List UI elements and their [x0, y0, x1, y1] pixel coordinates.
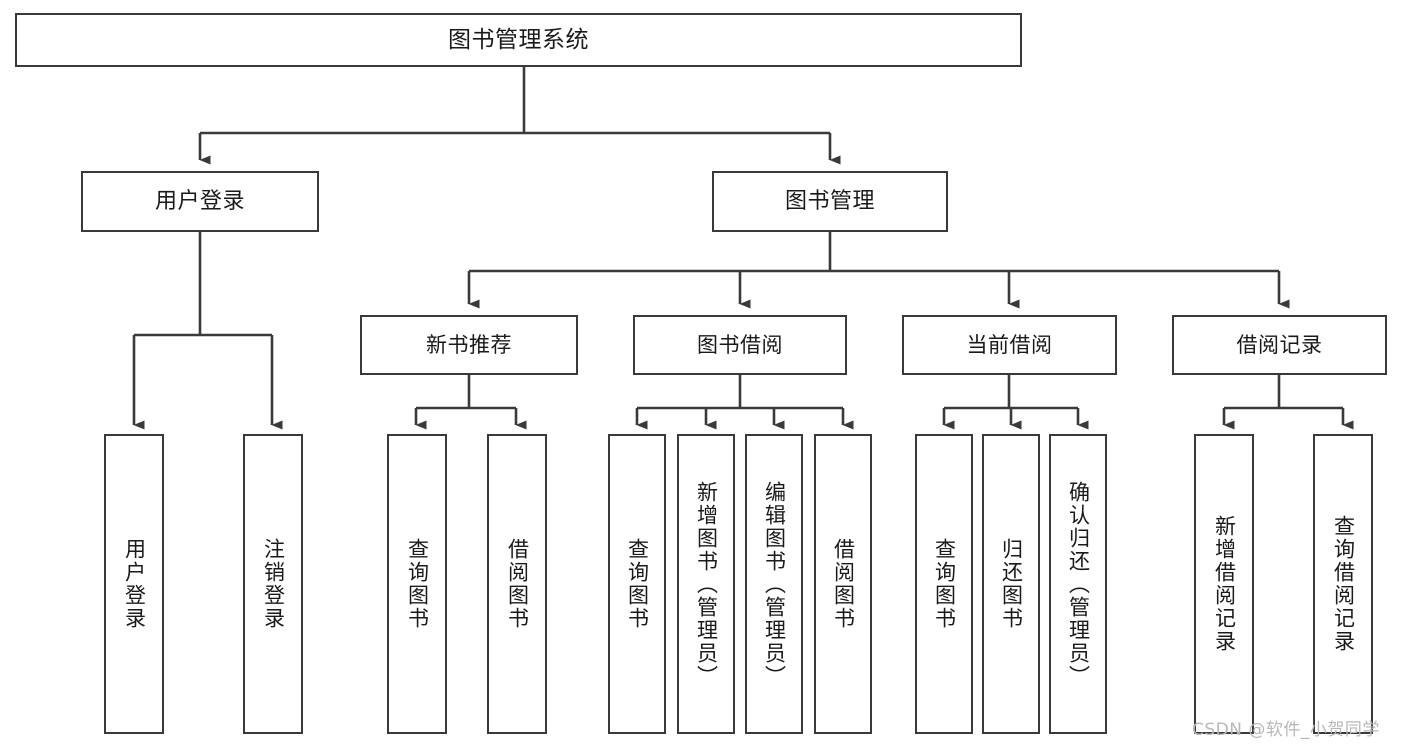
leaf-borrow-record-query-record[interactable]: 查询借阅记录	[1313, 434, 1373, 734]
node-label: 用户登录	[154, 188, 245, 214]
leaf-book-borrow-borrow-book[interactable]: 借阅图书	[814, 434, 872, 734]
node-root-book-management-system[interactable]: 图书管理系统	[15, 13, 1022, 67]
node-label: 注销登录	[261, 538, 286, 630]
node-new-book-recommendation[interactable]: 新书推荐	[360, 315, 578, 375]
node-user-login[interactable]: 用户登录	[81, 171, 319, 232]
leaf-new-book-query-book[interactable]: 查询图书	[387, 434, 447, 734]
node-label: 图书管理系统	[448, 26, 589, 53]
node-label: 查询图书	[405, 538, 430, 630]
node-book-borrow[interactable]: 图书借阅	[633, 315, 847, 375]
node-label: 图书管理	[784, 188, 875, 214]
node-label: 借阅记录	[1236, 332, 1323, 357]
node-book-management[interactable]: 图书管理	[712, 171, 948, 232]
node-label: 确认归还（管理员）	[1066, 480, 1091, 688]
node-label: 借阅图书	[831, 538, 856, 630]
leaf-new-book-borrow-book[interactable]: 借阅图书	[487, 434, 547, 734]
node-label: 新书推荐	[426, 332, 512, 357]
node-label: 归还图书	[999, 538, 1024, 630]
node-label: 查询图书	[932, 538, 957, 630]
node-label: 当前借阅	[966, 332, 1053, 357]
node-label: 图书借阅	[697, 332, 783, 357]
leaf-borrow-record-add-record[interactable]: 新增借阅记录	[1194, 434, 1254, 734]
node-label: 新增图书（管理员）	[694, 480, 719, 688]
leaf-book-borrow-query-book[interactable]: 查询图书	[608, 434, 666, 734]
node-current-borrow[interactable]: 当前借阅	[902, 315, 1117, 375]
node-borrow-record[interactable]: 借阅记录	[1172, 315, 1387, 375]
leaf-book-borrow-add-book-admin[interactable]: 新增图书（管理员）	[677, 434, 735, 734]
node-label: 用户登录	[122, 538, 147, 630]
leaf-current-borrow-query-book[interactable]: 查询图书	[915, 434, 973, 734]
node-label: 编辑图书（管理员）	[762, 480, 787, 688]
node-label: 查询图书	[625, 538, 650, 630]
leaf-user-login-logout[interactable]: 注销登录	[243, 434, 303, 734]
node-label: 查询借阅记录	[1331, 515, 1356, 653]
leaf-book-borrow-edit-book-admin[interactable]: 编辑图书（管理员）	[745, 434, 803, 734]
leaf-current-borrow-confirm-return-admin[interactable]: 确认归还（管理员）	[1049, 434, 1107, 734]
leaf-current-borrow-return-book[interactable]: 归还图书	[982, 434, 1040, 734]
leaf-user-login-login[interactable]: 用户登录	[104, 434, 164, 734]
node-label: 新增借阅记录	[1212, 515, 1237, 653]
node-label: 借阅图书	[505, 538, 530, 630]
